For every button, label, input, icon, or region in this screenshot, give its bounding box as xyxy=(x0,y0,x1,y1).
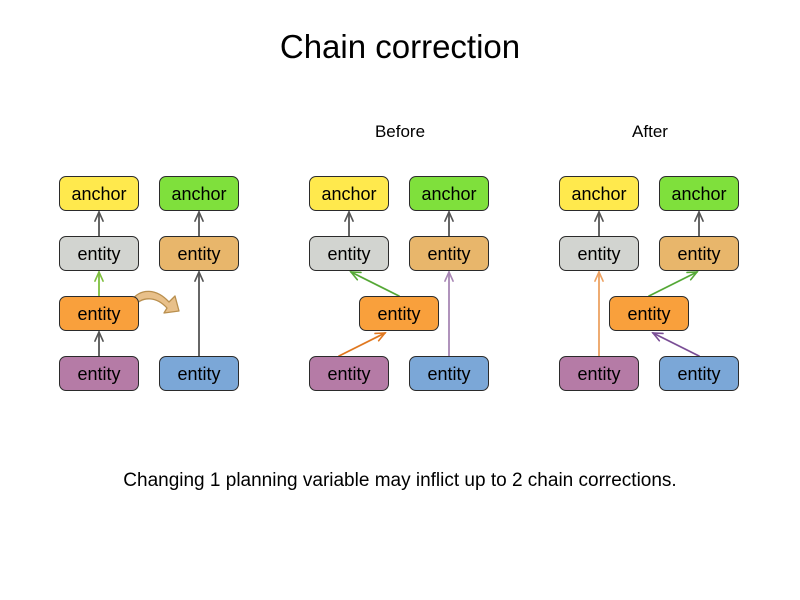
edge-orange-to-grey-arrowhead xyxy=(349,271,362,281)
edge-blue-to-orange-line xyxy=(652,332,700,357)
phase-label-after: After xyxy=(632,122,668,141)
after-entity-orange[interactable]: entity xyxy=(609,296,689,331)
edge-group-initial xyxy=(94,210,204,357)
edge-purple-to-orange-arrowhead xyxy=(374,332,387,342)
before-entity-tan[interactable]: entity xyxy=(409,236,489,271)
before-entity-blue[interactable]: entity xyxy=(409,356,489,391)
after-entity-grey[interactable]: entity xyxy=(559,236,639,271)
initial-anchor-yellow[interactable]: anchor xyxy=(59,176,139,211)
edge-group-before xyxy=(338,210,454,357)
edge-blue-to-tan-arrowhead xyxy=(444,270,454,282)
after-anchor-green[interactable]: anchor xyxy=(659,176,739,211)
after-entity-blue[interactable]: entity xyxy=(659,356,739,391)
edge-tan-to-anchor-green-arrowhead xyxy=(194,210,204,222)
edge-purple-to-orange-line xyxy=(338,332,386,357)
edge-tan-to-anchor-green-arrowhead xyxy=(444,210,454,222)
initial-entity-blue[interactable]: entity xyxy=(159,356,239,391)
before-anchor-yellow[interactable]: anchor xyxy=(309,176,389,211)
edge-purple-to-orange-arrowhead xyxy=(94,330,104,342)
edge-tan-to-anchor-green-arrowhead xyxy=(694,210,704,222)
edge-grey-to-anchor-yellow-arrowhead xyxy=(94,210,104,222)
edge-grey-to-anchor-yellow-arrowhead xyxy=(344,210,354,222)
edge-blue-to-orange-arrowhead xyxy=(651,332,664,342)
initial-entity-tan[interactable]: entity xyxy=(159,236,239,271)
caption-text: Changing 1 planning variable may inflict… xyxy=(123,470,677,491)
edge-orange-to-tan-arrowhead xyxy=(686,271,699,281)
edge-purple-to-grey-arrowhead xyxy=(594,270,604,282)
phase-label-before: Before xyxy=(374,122,426,141)
before-entity-grey[interactable]: entity xyxy=(309,236,389,271)
edge-orange-to-tan-line xyxy=(648,271,698,297)
initial-entity-orange[interactable]: entity xyxy=(59,296,139,331)
edge-group-after xyxy=(594,210,704,357)
before-entity-purple[interactable]: entity xyxy=(309,356,389,391)
after-entity-purple[interactable]: entity xyxy=(559,356,639,391)
edge-orange-to-grey-arrowhead xyxy=(94,270,104,282)
initial-entity-purple[interactable]: entity xyxy=(59,356,139,391)
initial-entity-grey[interactable]: entity xyxy=(59,236,139,271)
move-arrow xyxy=(130,290,180,314)
before-anchor-green[interactable]: anchor xyxy=(409,176,489,211)
after-anchor-yellow[interactable]: anchor xyxy=(559,176,639,211)
before-entity-orange[interactable]: entity xyxy=(359,296,439,331)
edge-blue-to-tan-arrowhead xyxy=(194,270,204,282)
edge-grey-to-anchor-yellow-arrowhead xyxy=(594,210,604,222)
page-title: Chain correction xyxy=(279,28,521,65)
after-entity-tan[interactable]: entity xyxy=(659,236,739,271)
initial-anchor-green[interactable]: anchor xyxy=(159,176,239,211)
edge-orange-to-grey-line xyxy=(350,271,400,297)
